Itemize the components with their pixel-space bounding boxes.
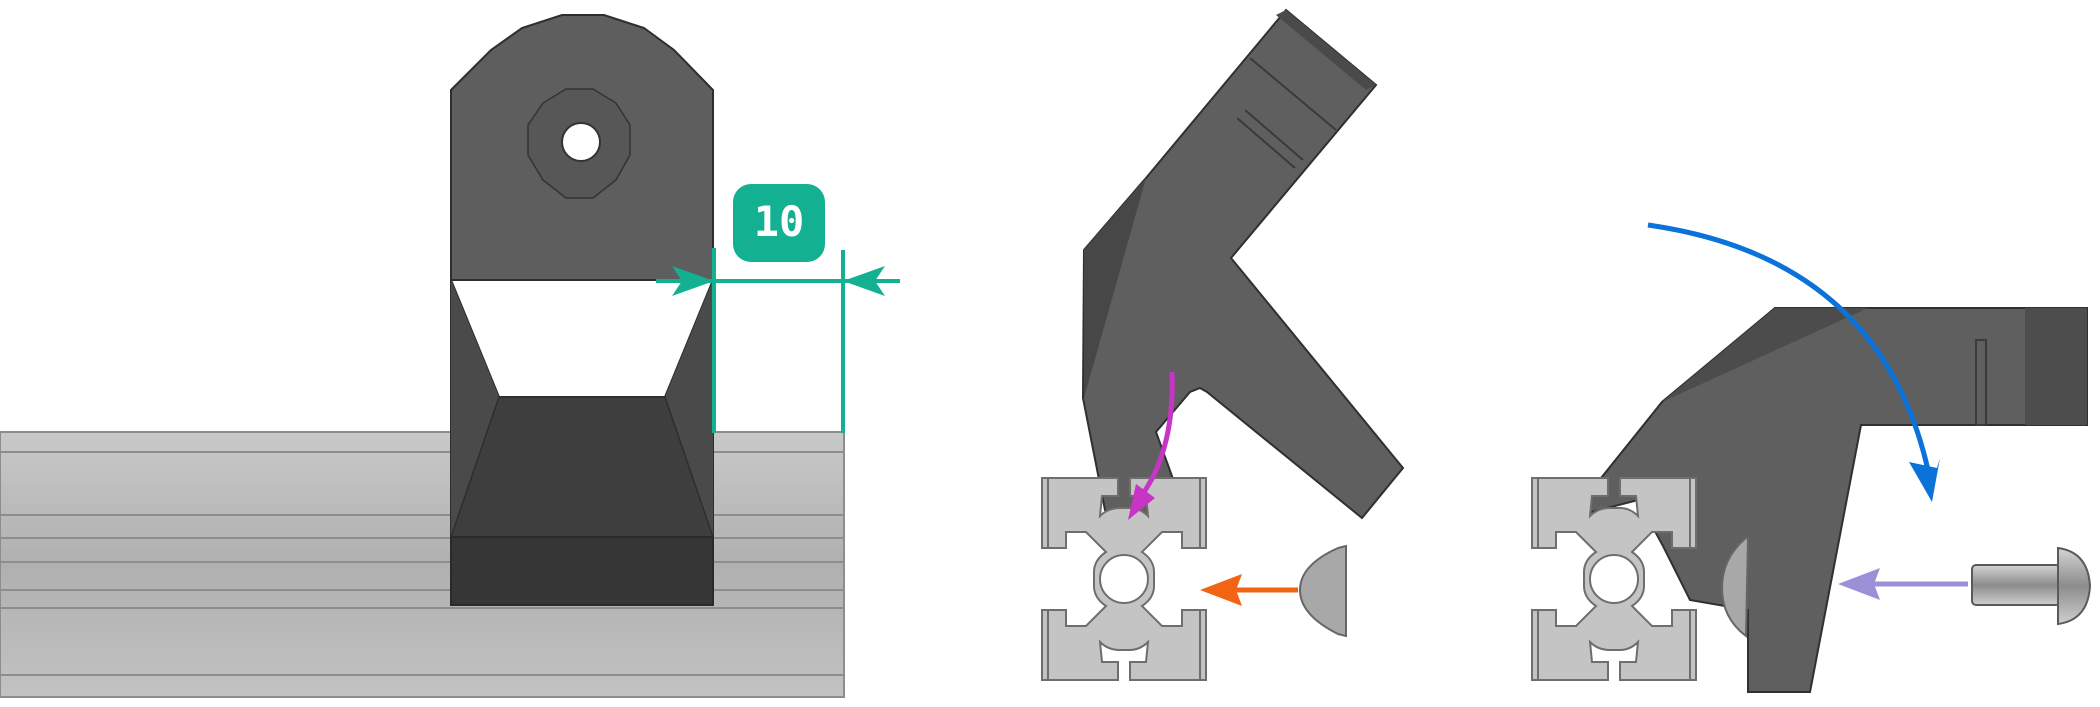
mounting-hole [561,122,601,162]
arrow-left-icon [1200,574,1298,606]
aluminum-extrusion-rail [0,431,845,698]
panel-tnut-insert [1041,8,1405,681]
bracket-rotated [1578,307,2088,693]
curved-arrow-down-icon [1128,371,1175,520]
bracket-side [449,14,715,606]
t-nut [1298,544,1347,638]
dimension-value: 10 [754,197,805,246]
bracket-tilted [1081,8,1405,524]
dimension-arrow-right [843,266,885,296]
extrusion-profile [1041,477,1207,681]
dimension-arrow-left [672,266,714,296]
dimension-annotation: 10 [656,184,900,433]
dimension-badge [733,184,825,262]
button-head-bolt [1971,546,2092,626]
extrusion-profile-2 [1531,477,1750,681]
panel-bolt-fasten [1531,222,2092,693]
panel-side-view: 10 [0,14,900,698]
curved-arrow-rotate-icon [1647,222,1940,502]
arrow-left-icon-bolt [1838,568,1968,600]
